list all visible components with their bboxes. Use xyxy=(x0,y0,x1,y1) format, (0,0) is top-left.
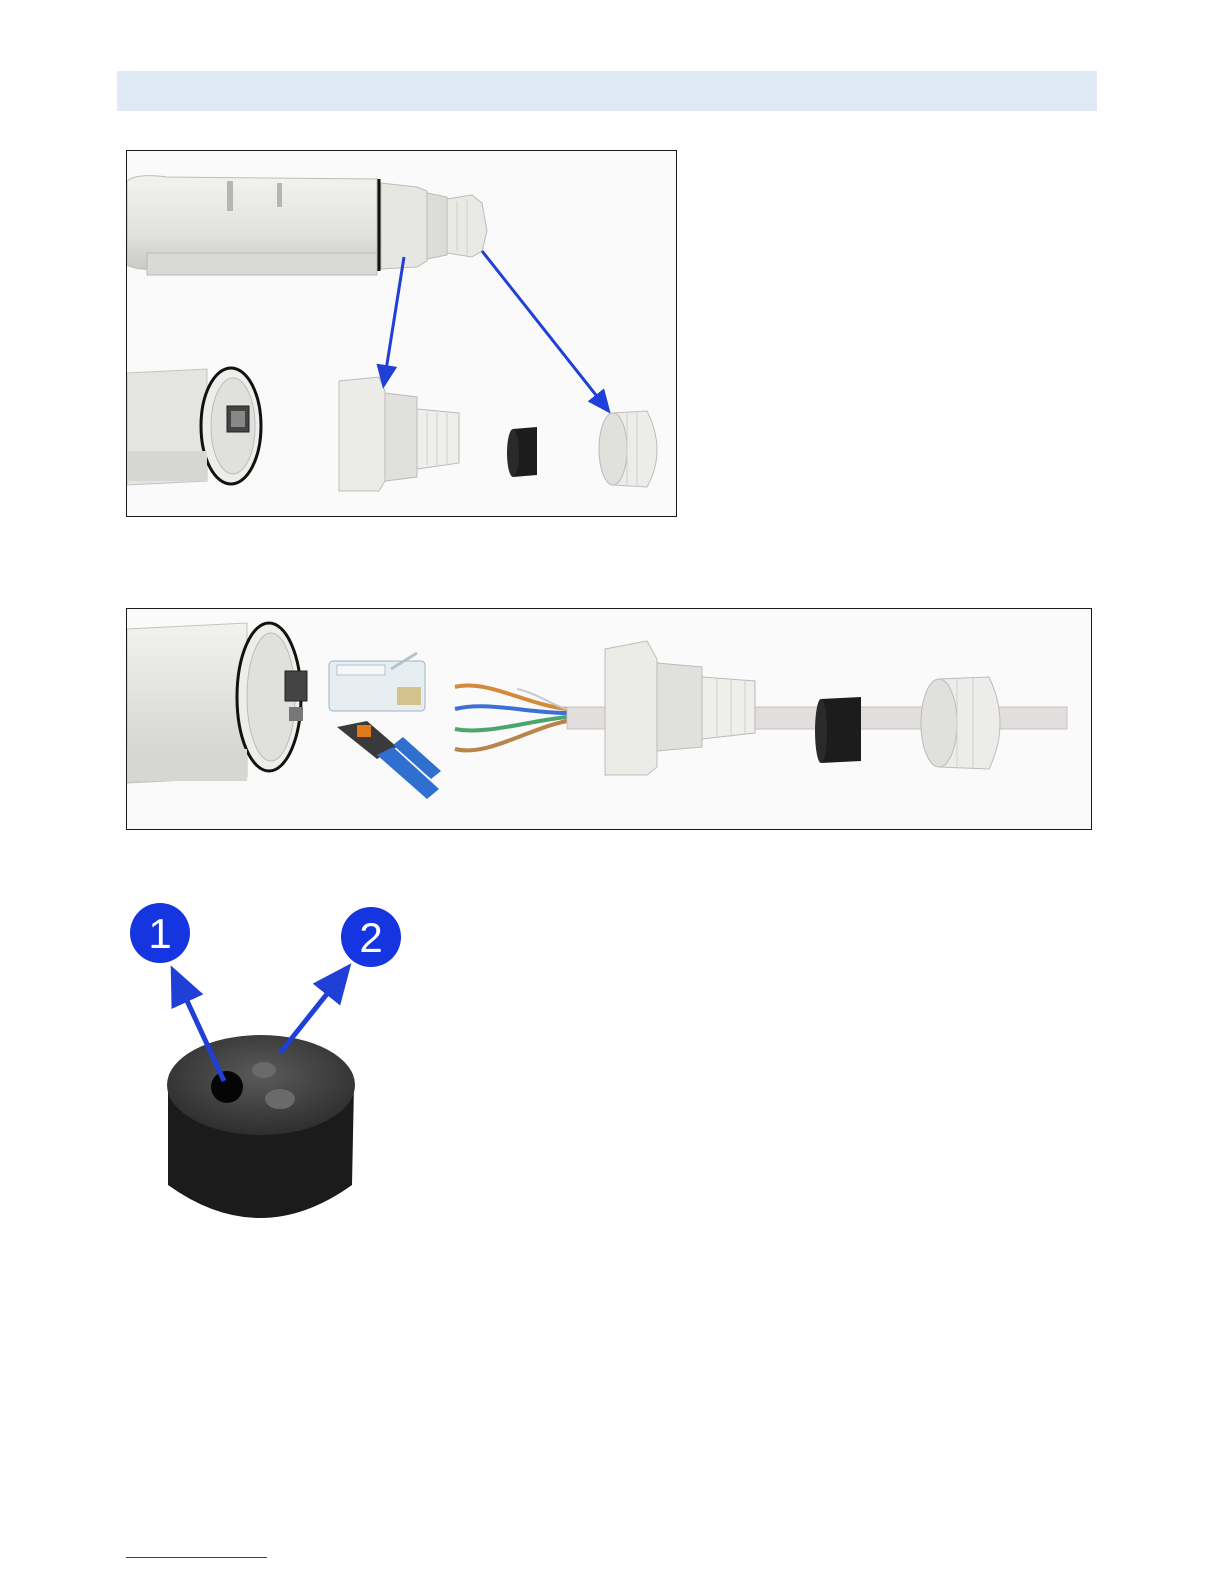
device-end-cap xyxy=(127,368,261,485)
sealing-nut xyxy=(599,411,657,487)
disassembled-connector-figure xyxy=(126,150,677,517)
callout-badge-two: 2 xyxy=(341,907,401,967)
section-header-band xyxy=(117,71,1097,111)
callout-badge-one: 1 xyxy=(130,903,190,963)
rj45-plug xyxy=(329,653,425,711)
grommet-body xyxy=(167,1035,355,1218)
rubber-grommet xyxy=(507,427,537,477)
twisted-pair-wires xyxy=(455,685,567,750)
crimping-tool xyxy=(337,721,441,799)
rubber-grommet-figure: 1 2 xyxy=(120,895,420,1240)
footer-rule xyxy=(126,1557,267,1558)
connector-housing xyxy=(339,377,459,491)
svg-text:1: 1 xyxy=(148,910,171,957)
arrow-to-nut xyxy=(482,251,607,409)
sealed-knockout-hole xyxy=(252,1062,276,1078)
open-cable-hole xyxy=(211,1071,243,1103)
cable-assembly-parts-figure xyxy=(126,608,1092,830)
device-end-cap xyxy=(127,623,307,783)
connector-housing xyxy=(605,641,755,775)
callout-arrow-two xyxy=(280,975,342,1053)
sealing-nut xyxy=(921,677,1000,769)
rubber-grommet xyxy=(815,697,861,763)
arrow-to-housing xyxy=(384,257,404,383)
svg-text:2: 2 xyxy=(359,914,382,961)
access-point-body xyxy=(127,176,487,275)
